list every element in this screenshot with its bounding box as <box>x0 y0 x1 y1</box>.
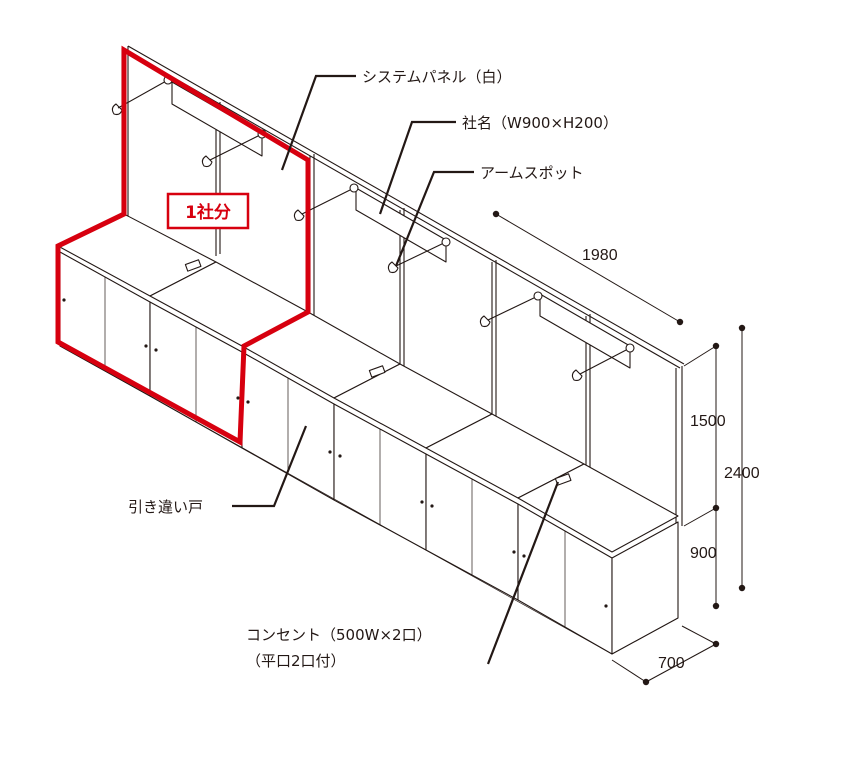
badge-text: 1社分 <box>185 202 231 223</box>
dimension-lines <box>492 210 746 686</box>
dim-total-height: 2400 <box>724 465 760 482</box>
label-arm-spot: アームスポット <box>480 164 584 182</box>
badge-box <box>166 192 250 230</box>
dim-width: 1980 <box>582 247 618 264</box>
label-sliding-door: 引き違い戸 <box>128 498 203 516</box>
single-company-highlight: 1社分 <box>55 45 311 447</box>
label-company-name: 社名（W900×H200） <box>462 114 618 132</box>
dim-counter-height: 900 <box>690 545 717 562</box>
label-outlet-line2: （平口2口付） <box>246 652 346 670</box>
leaders <box>232 74 560 665</box>
name-boards <box>171 81 631 369</box>
dim-panel-height: 1500 <box>690 413 726 430</box>
label-outlet-line1: コンセント（500W×2口） <box>246 626 432 644</box>
label-system-panel: システムパネル（白） <box>362 68 512 86</box>
dim-depth: 700 <box>658 655 685 672</box>
counters <box>57 213 679 655</box>
